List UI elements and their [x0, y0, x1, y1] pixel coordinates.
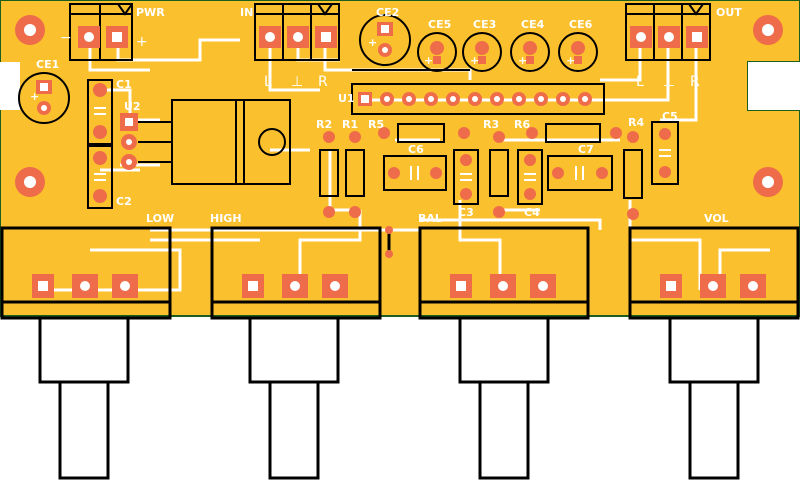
- c1-capacitor: C1: [87, 78, 132, 145]
- c3-label: C3: [458, 206, 474, 219]
- r2-resistor: R2: [316, 118, 339, 218]
- pot-bal: BAL: [418, 212, 590, 480]
- r4-resistor: R4: [623, 116, 644, 220]
- in-g-label: ⊥: [291, 74, 303, 90]
- vol-label: VOL: [704, 212, 729, 225]
- ce1-label: CE1: [36, 58, 59, 71]
- u2-regulator: U2: [120, 99, 291, 185]
- r6-label: R6: [514, 118, 530, 131]
- svg-text:+: +: [368, 36, 377, 49]
- in-label: IN: [240, 6, 253, 19]
- c5-label: C5: [662, 110, 678, 123]
- svg-text:+: +: [518, 54, 527, 67]
- r2-label: R2: [316, 118, 332, 131]
- ce1-capacitor: + CE1: [18, 58, 70, 124]
- bal-label: BAL: [418, 212, 442, 225]
- pot-vol: VOL: [628, 212, 800, 480]
- pot-low: LOW: [0, 212, 174, 480]
- pwr-label: PWR: [136, 6, 165, 19]
- in-l-label: L: [264, 74, 272, 90]
- r3-resistor: R3: [483, 118, 509, 218]
- c7-capacitor: C7: [547, 143, 613, 191]
- ce4-capacitor: + CE4: [510, 18, 550, 72]
- ce3-label: CE3: [473, 18, 496, 31]
- pwr-terminal: PWR − +: [60, 3, 165, 61]
- high-label: HIGH: [210, 212, 242, 225]
- r5-label: R5: [368, 118, 384, 131]
- c2-label: C2: [116, 195, 132, 208]
- svg-text:+: +: [566, 54, 575, 67]
- c4-label: C4: [524, 206, 540, 219]
- c3-capacitor: C3: [453, 149, 479, 219]
- r4-label: R4: [628, 116, 644, 129]
- mounting-holes: [15, 15, 783, 197]
- out-l-label: L: [636, 74, 644, 90]
- pot-high: HIGH: [210, 212, 382, 480]
- svg-text:+: +: [424, 54, 433, 67]
- ce6-capacitor: + CE6: [558, 18, 598, 72]
- r6-resistor: R6: [514, 118, 622, 143]
- ce2-label: CE2: [376, 6, 399, 19]
- c6-label: C6: [408, 143, 424, 156]
- c2-capacitor: C2: [87, 145, 132, 209]
- out-r-label: R: [690, 74, 700, 90]
- out-label: OUT: [716, 6, 742, 19]
- c5-capacitor: C5: [651, 110, 679, 185]
- c7-label: C7: [578, 143, 594, 156]
- out-g-label: ⊥: [663, 74, 675, 90]
- u2-label: U2: [124, 100, 141, 113]
- pwr-plus-label: +: [136, 34, 148, 50]
- in-terminal: IN L ⊥ R: [240, 3, 340, 90]
- ce4-label: CE4: [521, 18, 545, 31]
- r1-resistor: R1: [342, 118, 365, 218]
- jumper: [385, 226, 393, 258]
- ce2-capacitor: + CE2: [359, 6, 411, 66]
- u1-label: U1: [338, 92, 355, 105]
- ce3-capacitor: + CE3: [462, 18, 502, 72]
- ce5-label: CE5: [428, 18, 451, 31]
- r1-label: R1: [342, 118, 358, 131]
- low-label: LOW: [146, 212, 174, 225]
- u1-ic: U1: [338, 69, 605, 115]
- pwr-minus-label: −: [60, 30, 72, 46]
- svg-text:+: +: [30, 90, 39, 103]
- in-r-label: R: [318, 74, 328, 90]
- c1-label: C1: [116, 78, 132, 91]
- out-terminal: OUT L ⊥ R: [625, 3, 742, 90]
- c4-capacitor: C4: [517, 149, 543, 219]
- r5-resistor: R5: [368, 118, 470, 143]
- ce6-label: CE6: [569, 18, 593, 31]
- svg-text:+: +: [470, 54, 479, 67]
- c6-capacitor: C6: [383, 143, 447, 191]
- r3-label: R3: [483, 118, 499, 131]
